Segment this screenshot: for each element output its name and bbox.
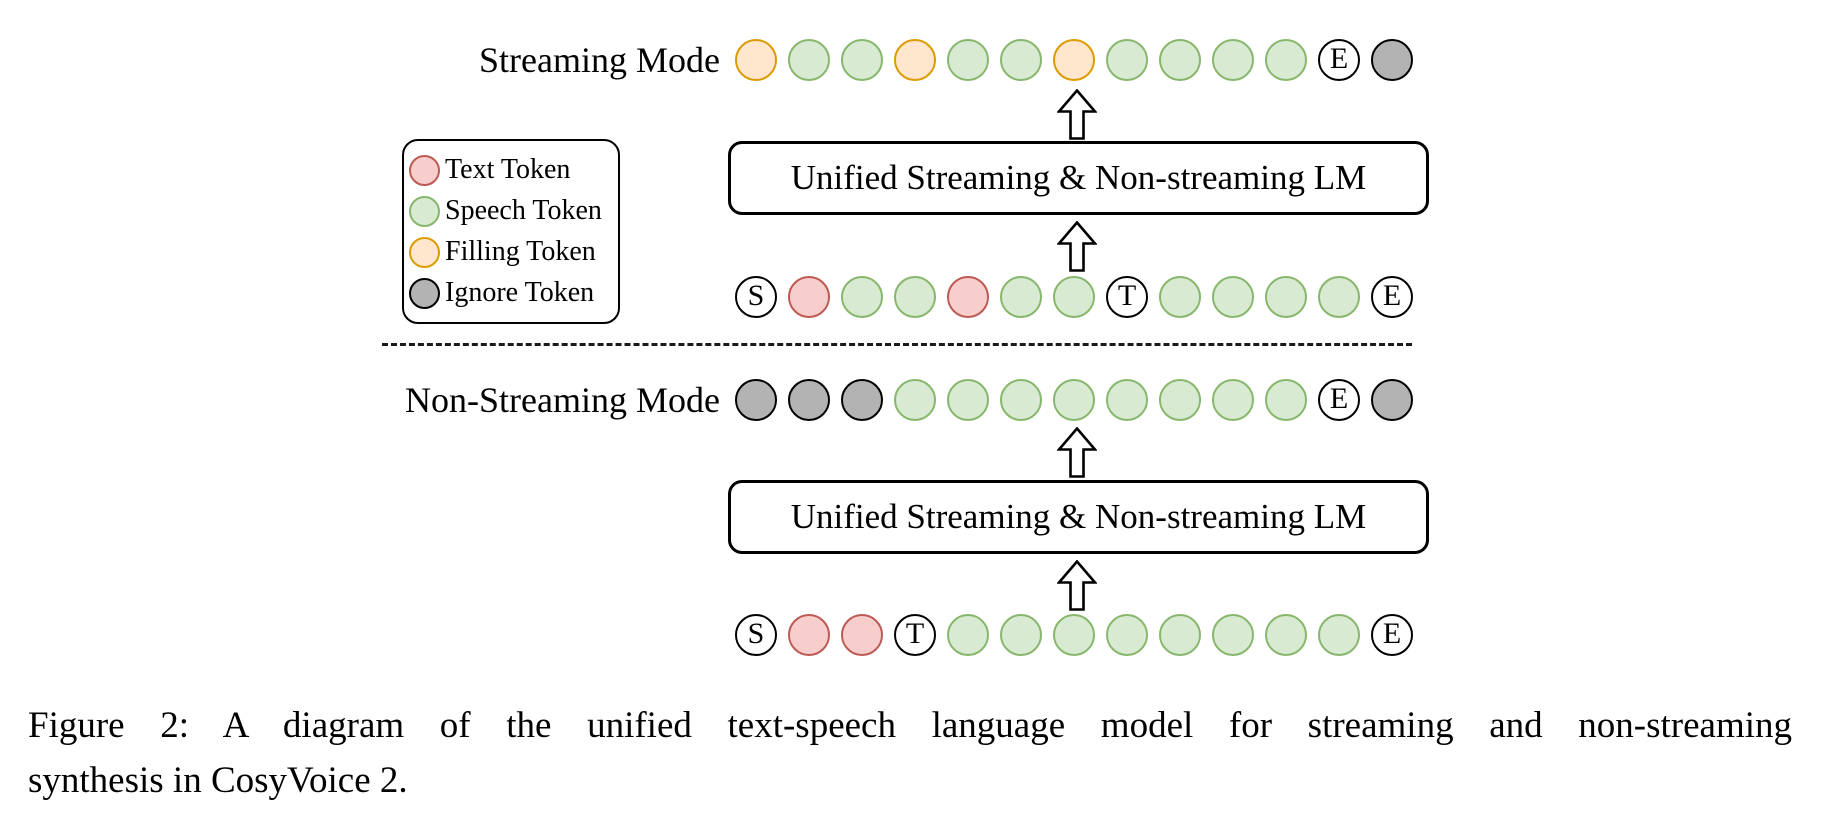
- ignore-token: [841, 379, 883, 421]
- up-arrow-icon: [1057, 221, 1097, 272]
- non-streaming-output-token-row: E: [735, 379, 1413, 421]
- text-token-swatch-icon: [409, 154, 440, 186]
- speech-token: [894, 276, 936, 318]
- ignore-token: [735, 379, 777, 421]
- speech-token: [1106, 614, 1148, 656]
- streaming-output-token-row: E: [735, 39, 1413, 81]
- turn-token: T: [1106, 276, 1148, 318]
- turn-token: T: [894, 614, 936, 656]
- end-token: E: [1371, 614, 1413, 656]
- dashed-divider: [382, 343, 1412, 346]
- non-streaming-mode-label: Non-Streaming Mode: [405, 380, 720, 420]
- speech-token: [1053, 276, 1095, 318]
- ignore-token-swatch-icon: [409, 277, 440, 309]
- speech-token: [1318, 276, 1360, 318]
- text-token: [788, 614, 830, 656]
- speech-token: [1053, 379, 1095, 421]
- lm-box-label: Unified Streaming & Non-streaming LM: [790, 158, 1367, 197]
- speech-token-swatch-icon: [409, 195, 440, 227]
- speech-token: [1000, 39, 1042, 81]
- speech-token: [894, 379, 936, 421]
- end-token: E: [1318, 39, 1360, 81]
- ignore-token: [788, 379, 830, 421]
- speech-token: [1159, 379, 1201, 421]
- speech-token: [1265, 614, 1307, 656]
- speech-token: [1053, 614, 1095, 656]
- up-arrow-icon: [1057, 560, 1097, 611]
- end-token: E: [1371, 276, 1413, 318]
- speech-token: [1000, 614, 1042, 656]
- legend-item-filling-token: Filling Token: [409, 236, 614, 268]
- ignore-token: [1371, 379, 1413, 421]
- text-token: [788, 276, 830, 318]
- speech-token: [1265, 39, 1307, 81]
- speech-token: [1159, 614, 1201, 656]
- end-token: E: [1318, 379, 1360, 421]
- lm-box-streaming: Unified Streaming & Non-streaming LM: [728, 141, 1429, 215]
- speech-token: [947, 379, 989, 421]
- speech-token: [1265, 379, 1307, 421]
- start-token: S: [735, 614, 777, 656]
- lm-box-non-streaming: Unified Streaming & Non-streaming LM: [728, 480, 1429, 554]
- legend-item-text-token: Text Token: [409, 154, 614, 186]
- text-token: [947, 276, 989, 318]
- speech-token: [947, 614, 989, 656]
- speech-token: [1106, 39, 1148, 81]
- lm-box-label: Unified Streaming & Non-streaming LM: [790, 497, 1367, 536]
- figure-caption: Figure 2: A diagram of the unified text-…: [28, 698, 1792, 808]
- speech-token: [1212, 614, 1254, 656]
- ignore-token: [1371, 39, 1413, 81]
- speech-token: [1265, 276, 1307, 318]
- text-token: [841, 614, 883, 656]
- legend-label: Speech Token: [445, 195, 602, 226]
- speech-token: [841, 276, 883, 318]
- speech-token: [1106, 379, 1148, 421]
- speech-token: [947, 39, 989, 81]
- up-arrow-icon: [1057, 89, 1097, 140]
- filling-token: [1053, 39, 1095, 81]
- speech-token: [1212, 379, 1254, 421]
- speech-token: [1159, 39, 1201, 81]
- caption-line-2: synthesis in CosyVoice 2.: [28, 760, 408, 801]
- legend: Text Token Speech Token Filling Token Ig…: [402, 139, 620, 324]
- speech-token: [841, 39, 883, 81]
- speech-token: [1212, 276, 1254, 318]
- filling-token: [735, 39, 777, 81]
- legend-label: Ignore Token: [445, 277, 595, 308]
- speech-token: [1000, 379, 1042, 421]
- speech-token: [1318, 614, 1360, 656]
- filling-token-swatch-icon: [409, 236, 440, 268]
- up-arrow-icon: [1057, 427, 1097, 478]
- speech-token: [1000, 276, 1042, 318]
- legend-label: Text Token: [445, 154, 571, 185]
- caption-line-1: Figure 2: A diagram of the unified text-…: [28, 705, 1792, 746]
- legend-item-ignore-token: Ignore Token: [409, 277, 614, 309]
- streaming-mode-label: Streaming Mode: [479, 40, 720, 80]
- legend-label: Filling Token: [445, 236, 596, 267]
- speech-token: [788, 39, 830, 81]
- speech-token: [1212, 39, 1254, 81]
- legend-item-speech-token: Speech Token: [409, 195, 614, 227]
- start-token: S: [735, 276, 777, 318]
- filling-token: [894, 39, 936, 81]
- speech-token: [1159, 276, 1201, 318]
